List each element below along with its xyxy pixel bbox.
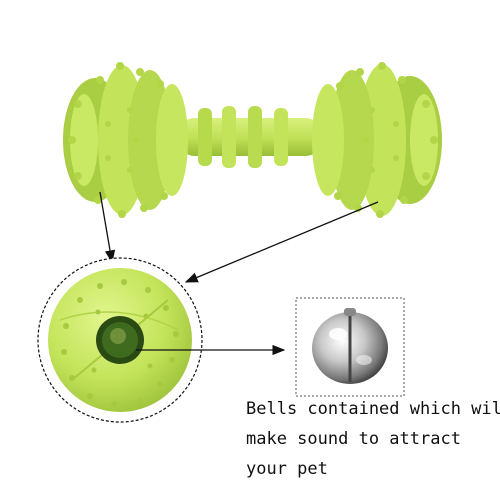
- caption-text: Bells contained which will make sound to…: [246, 394, 500, 484]
- caption-line-3: your pet: [246, 459, 328, 479]
- arrow-left: [99, 191, 116, 264]
- caption-line-1: Bells contained which will: [246, 399, 500, 419]
- bell-image: [295, 297, 405, 397]
- toy-end-closeup-image: [37, 257, 203, 423]
- caption-line-2: make sound to attract: [246, 429, 461, 449]
- dumbbell-toy-image: [63, 62, 442, 218]
- arrow-right: [184, 201, 379, 283]
